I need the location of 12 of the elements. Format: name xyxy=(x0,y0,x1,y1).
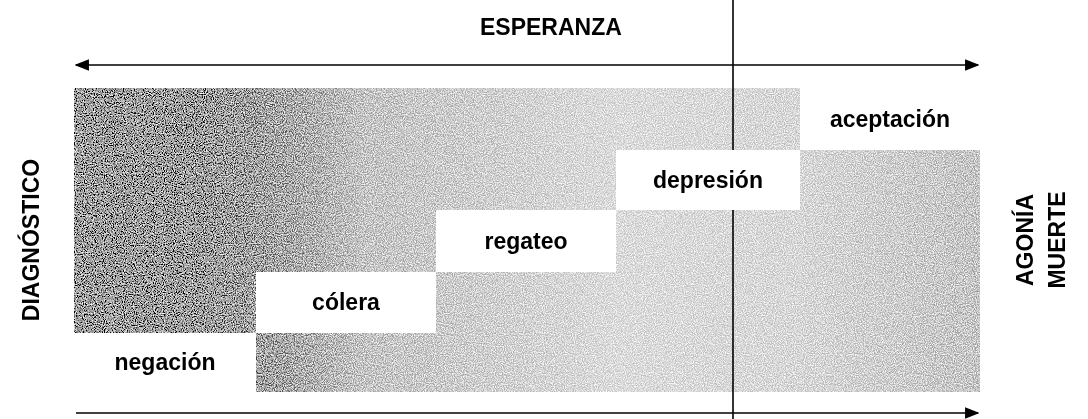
stage-label: regateo xyxy=(484,227,568,255)
stage-label: aceptación xyxy=(829,105,951,133)
stage-label-box xyxy=(436,210,616,272)
stage-label: negación xyxy=(114,349,216,376)
axis-title: AGONÍA xyxy=(1011,194,1039,286)
stage-label: depresión xyxy=(653,166,763,194)
stage-label-box xyxy=(256,272,436,333)
axis-title: DIAGNÓSTICO xyxy=(17,158,45,322)
axis-title: MUERTE xyxy=(1043,191,1071,289)
stage-label: cólera xyxy=(312,289,380,316)
axis-title: ESPERANZA xyxy=(480,14,622,41)
stage-label-box xyxy=(616,150,800,210)
